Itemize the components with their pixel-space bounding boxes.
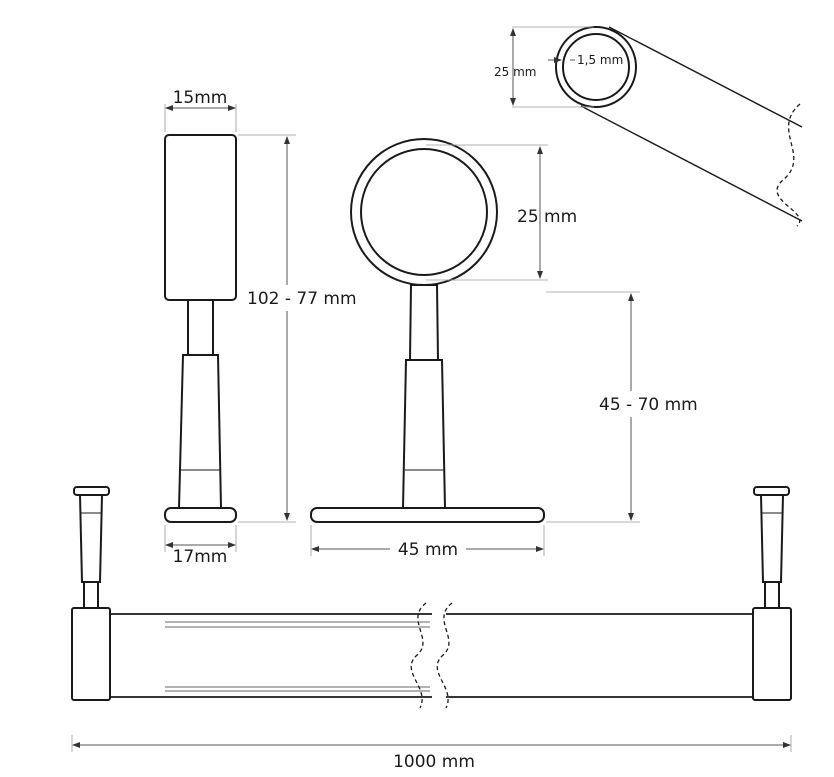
tube-outer-diameter-label: 25 mm [494, 65, 536, 79]
base-width-side-label: 17mm [173, 547, 228, 567]
tube-diameter-label: 25 mm [517, 207, 577, 227]
bracket-width-label: 15mm [173, 88, 228, 108]
rail-assembly [71, 486, 792, 709]
front-view-dimensions: 25 mm 45 - 70 mm 45 mm [310, 144, 700, 560]
side-view-dimensions: 15mm 102 - 77 mm 17mm [164, 88, 357, 567]
rail-length-dimension: 1000 mm [71, 735, 792, 772]
right-end-bracket [752, 486, 792, 701]
side-view-bracket [164, 134, 237, 523]
support-height-label: 45 - 70 mm [599, 395, 698, 415]
left-end-bracket [71, 486, 111, 701]
front-view-bracket [310, 138, 545, 523]
tube-section-detail: 25 mm 1,5 mm [494, 26, 803, 227]
base-width-front-label: 45 mm [398, 540, 458, 560]
wall-thickness-label: 1,5 mm [577, 53, 623, 67]
side-height-label: 102 - 77 mm [247, 289, 357, 309]
rail-length-label: 1000 mm [393, 752, 475, 772]
